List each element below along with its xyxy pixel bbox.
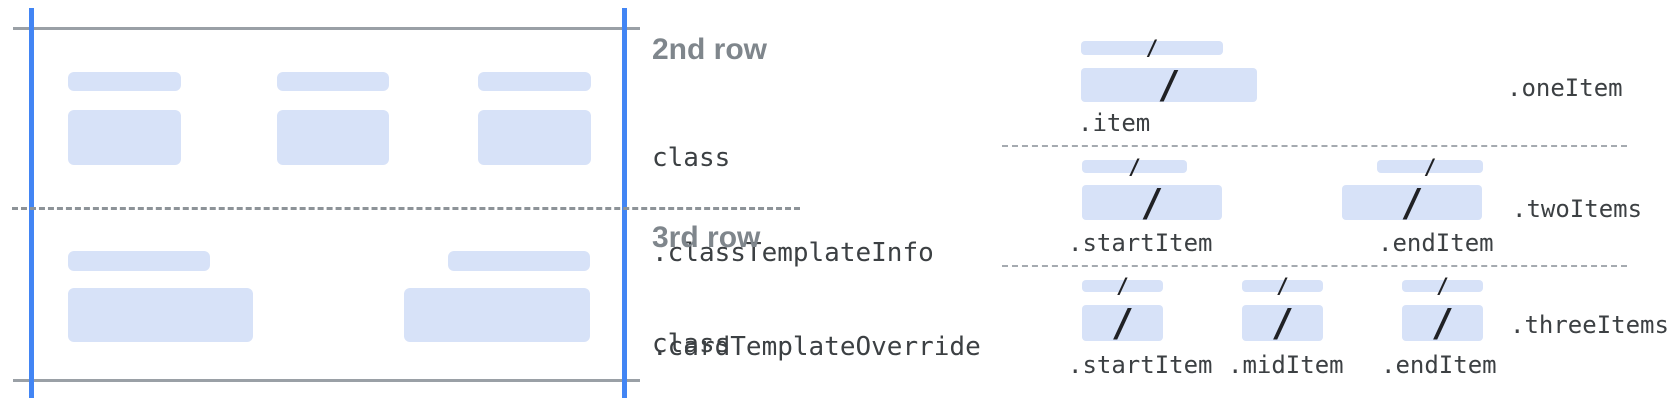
- threeitems-section-name: .threeItems: [1510, 311, 1669, 339]
- threeitems-enditem-small-bar: /: [1402, 276, 1483, 297]
- twoitems-startitem-large-bar: /: [1082, 184, 1222, 222]
- code-line: class: [652, 143, 731, 173]
- row3-col1-label-placeholder: [68, 251, 210, 271]
- code-line: .classTemplateInfo: [652, 237, 934, 268]
- row2-col1-value-placeholder: [68, 110, 181, 165]
- oneitem-section-name: .oneItem: [1507, 74, 1623, 102]
- twoitems-enditem-small-bar: /: [1377, 156, 1483, 177]
- legend-divider-line: [1002, 265, 1627, 267]
- row2-col3-label-placeholder: [478, 72, 591, 91]
- row3-col1-value-placeholder: [68, 288, 253, 342]
- row2-col2-label-placeholder: [277, 72, 389, 91]
- card-row-divider-dashed-line: [12, 207, 800, 210]
- code-line: .cardTemplateOverride: [652, 332, 981, 362]
- oneitem-item-small-bar: /: [1081, 38, 1223, 59]
- second-row-property-path: class .classTemplateInfo .cardTemplateOv…: [652, 80, 1028, 412]
- row2-col1-label-placeholder: [68, 72, 181, 91]
- row2-col2-value-placeholder: [277, 110, 389, 165]
- third-row-property-path: class .classTemplateInfo .cardTemplateOv…: [652, 266, 1028, 412]
- code-line: class: [652, 329, 731, 359]
- threeitems-miditem-large-bar: /: [1242, 304, 1323, 342]
- twoitems-section-name: .twoItems: [1512, 195, 1643, 223]
- oneitem-item-label: .item: [1078, 109, 1151, 137]
- card-right-edge-line: [622, 8, 627, 398]
- threeitems-miditem-label: .midItem: [1228, 351, 1344, 379]
- twoitems-enditem-label: .endItem: [1378, 229, 1494, 257]
- row3-col2-value-placeholder: [404, 288, 590, 342]
- threeitems-miditem-small-bar: /: [1242, 276, 1323, 297]
- row2-col3-value-placeholder: [478, 110, 591, 165]
- oneitem-item-large-bar: /: [1081, 66, 1257, 104]
- threeitems-startitem-small-bar: /: [1082, 276, 1163, 297]
- legend-divider-line: [1002, 145, 1627, 147]
- twoitems-startitem-small-bar: /: [1082, 156, 1187, 177]
- threeitems-startitem-large-bar: /: [1082, 304, 1163, 342]
- threeitems-enditem-label: .endItem: [1381, 351, 1497, 379]
- card-left-edge-line: [29, 8, 34, 398]
- card-bottom-border-line: [13, 379, 640, 382]
- second-row-heading: 2nd row: [652, 33, 768, 66]
- row3-col2-label-placeholder: [448, 251, 590, 271]
- threeitems-enditem-large-bar: /: [1402, 304, 1483, 342]
- card-top-border-line: [13, 27, 640, 30]
- threeitems-startitem-label: .startItem: [1068, 351, 1213, 379]
- third-row-heading: 3rd row: [652, 221, 761, 254]
- twoitems-enditem-large-bar: /: [1342, 184, 1482, 222]
- twoitems-startitem-label: .startItem: [1068, 229, 1213, 257]
